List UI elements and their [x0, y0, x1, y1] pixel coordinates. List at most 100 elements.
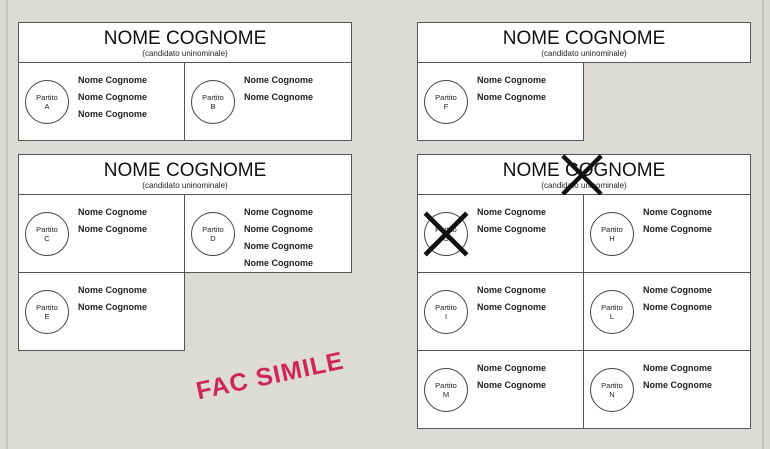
party-logo[interactable]: Partito N	[590, 368, 634, 412]
party-label: Partito	[202, 225, 224, 234]
party-logo[interactable]: Partito B	[191, 80, 235, 124]
party-logo[interactable]: Partito I	[424, 290, 468, 334]
party-label: Partito	[202, 93, 224, 102]
list-candidate-name: Nome Cognome	[78, 109, 148, 119]
party-letter: M	[442, 390, 450, 399]
list-candidate-name: Nome Cognome	[477, 285, 547, 295]
party-logo[interactable]: Partito G	[424, 212, 468, 256]
list-candidate-name: Nome Cognome	[643, 380, 713, 390]
list-candidate-name: Nome Cognome	[477, 207, 547, 217]
party-label: Partito	[36, 303, 58, 312]
candidate-name: NOME COGNOME	[103, 160, 267, 181]
candidate-subtitle: (candidato uninominale)	[142, 49, 228, 58]
list-candidate-name: Nome Cognome	[643, 285, 713, 295]
list-candidate-name: Nome Cognome	[477, 92, 547, 102]
party-letter: C	[44, 234, 50, 243]
ballot-section: NOME COGNOME (candidato uninominale) Par…	[417, 22, 751, 141]
list-candidate-name: Nome Cognome	[477, 363, 547, 373]
list-candidate-name: Nome Cognome	[643, 224, 713, 234]
party-label: Partito	[601, 225, 623, 234]
party-label: Partito	[435, 303, 457, 312]
list-candidate-name: Nome Cognome	[78, 207, 148, 217]
list-candidate-name: Nome Cognome	[78, 285, 148, 295]
party-letter: F	[443, 102, 449, 111]
party-logo[interactable]: Partito A	[25, 80, 69, 124]
party-letter: B	[210, 102, 216, 111]
party-letter: N	[609, 390, 615, 399]
list-candidate-name: Nome Cognome	[244, 207, 314, 217]
list-candidate-name: Nome Cognome	[78, 92, 148, 102]
candidate-subtitle: (candidato uninominale)	[142, 181, 228, 190]
candidate-header[interactable]: NOME COGNOME (candidato uninominale)	[18, 154, 352, 195]
party-label: Partito	[36, 225, 58, 234]
list-candidate-name: Nome Cognome	[78, 224, 148, 234]
list-candidate-name: Nome Cognome	[244, 75, 314, 85]
candidate-header[interactable]: NOME COGNOME (candidato uninominale)	[18, 22, 352, 63]
candidate-name: NOME COGNOME	[502, 28, 666, 49]
party-logo[interactable]: Partito L	[590, 290, 634, 334]
party-label: Partito	[435, 381, 457, 390]
candidate-header[interactable]: NOME COGNOME (candidato uninominale)	[417, 154, 751, 196]
list-candidate-name: Nome Cognome	[78, 75, 148, 85]
party-logo[interactable]: Partito D	[191, 212, 235, 256]
candidate-subtitle: (candidato uninominale)	[541, 49, 627, 58]
list-candidate-name: Nome Cognome	[643, 302, 713, 312]
party-logo[interactable]: Partito E	[25, 290, 69, 334]
list-candidate-name: Nome Cognome	[477, 302, 547, 312]
party-letter: L	[609, 312, 615, 321]
candidate-header[interactable]: NOME COGNOME (candidato uninominale)	[417, 22, 751, 63]
party-label: Partito	[601, 381, 623, 390]
party-label: Partito	[601, 303, 623, 312]
list-candidate-name: Nome Cognome	[477, 224, 547, 234]
party-logo[interactable]: Partito H	[590, 212, 634, 256]
party-label: Partito	[36, 93, 58, 102]
party-logo[interactable]: Partito F	[424, 80, 468, 124]
candidate-name: NOME COGNOME	[103, 28, 267, 49]
list-candidate-name: Nome Cognome	[643, 363, 713, 373]
list-candidate-name: Nome Cognome	[78, 302, 148, 312]
list-candidate-name: Nome Cognome	[643, 207, 713, 217]
list-candidate-name: Nome Cognome	[244, 224, 314, 234]
ballot-section: NOME COGNOME (candidato uninominale) Par…	[18, 22, 352, 141]
party-letter: I	[444, 312, 448, 321]
party-logo[interactable]: Partito M	[424, 368, 468, 412]
list-candidate-name: Nome Cognome	[244, 258, 314, 268]
party-letter: G	[443, 234, 449, 243]
party-letter: A	[44, 102, 50, 111]
list-candidate-name: Nome Cognome	[477, 75, 547, 85]
candidate-subtitle: (candidato uninominale)	[541, 181, 627, 190]
list-candidate-name: Nome Cognome	[244, 241, 314, 251]
ballot-section: NOME COGNOME (candidato uninominale) Par…	[18, 154, 352, 351]
party-letter: E	[44, 312, 50, 321]
party-letter: H	[609, 234, 615, 243]
candidate-name: NOME COGNOME	[502, 160, 666, 181]
party-logo[interactable]: Partito C	[25, 212, 69, 256]
party-letter: D	[210, 234, 216, 243]
party-label: Partito	[435, 93, 457, 102]
party-label: Partito	[435, 225, 457, 234]
ballot-section: NOME COGNOME (candidato uninominale) Par…	[417, 154, 751, 429]
